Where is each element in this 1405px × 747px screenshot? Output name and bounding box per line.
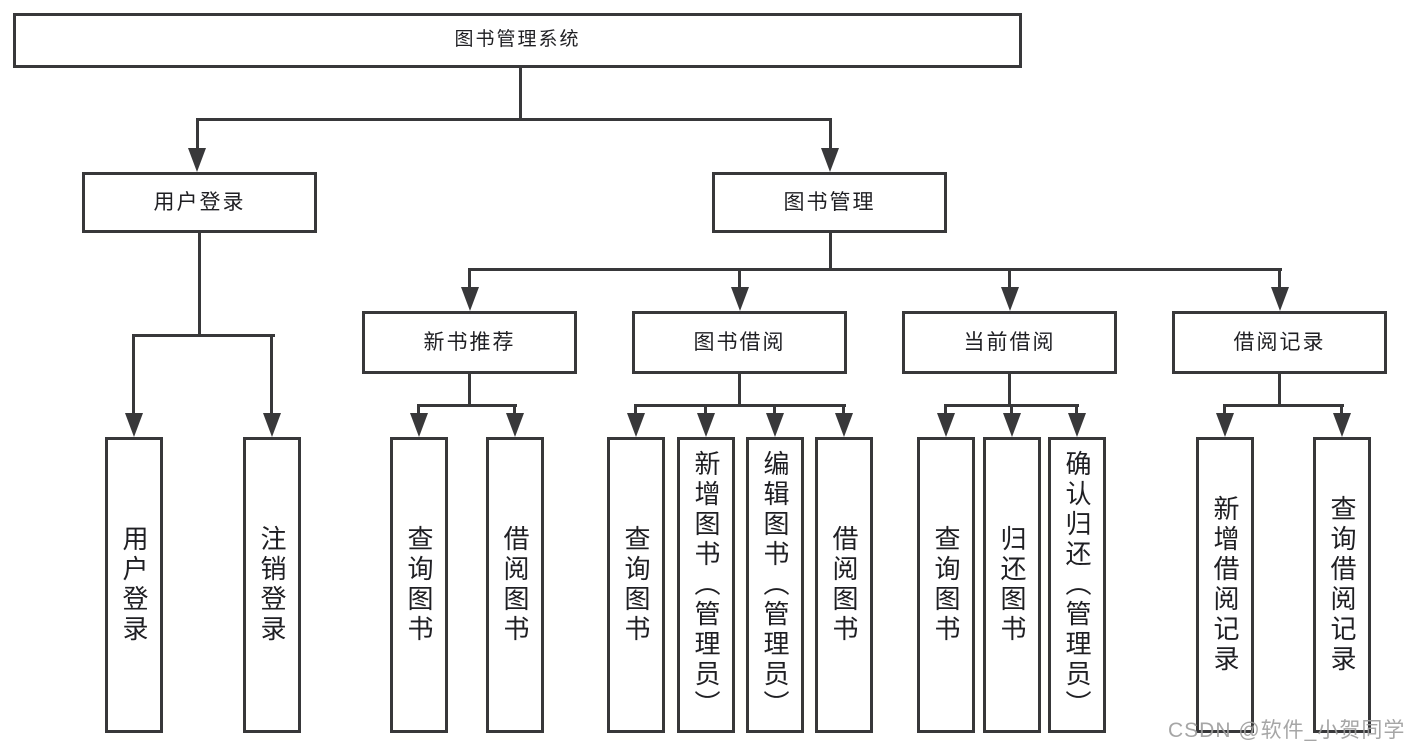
connector-line [1278,374,1281,407]
connector-line [468,268,471,296]
connector-line [1223,404,1344,407]
connector-line [634,404,846,407]
leaf-query-books: 查询图书 [607,437,665,733]
arrowhead-down-icon [1216,413,1234,437]
arrowhead-down-icon [627,413,645,437]
node-book-management: 图书管理 [712,172,947,233]
leaf-logout: 注销登录 [243,437,301,733]
connector-line [196,118,199,161]
leaf-borrow-books: 借阅图书 [486,437,544,733]
connector-line [198,233,201,337]
node-borrowing-records: 借阅记录 [1172,311,1387,374]
arrowhead-down-icon [1333,413,1351,437]
arrowhead-down-icon [461,287,479,311]
connector-line [132,334,275,337]
arrowhead-down-icon [937,413,955,437]
connector-line [468,374,471,407]
arrowhead-down-icon [1003,413,1021,437]
connector-line [270,334,273,422]
node-new-book-recommendation: 新书推荐 [362,311,577,374]
arrowhead-down-icon [1068,413,1086,437]
node-book-borrowing: 图书借阅 [632,311,847,374]
connector-line [1008,374,1011,407]
leaf-add-book-admin: 新增图书（管理员） [677,437,735,733]
leaf-borrow-books: 借阅图书 [815,437,873,733]
arrowhead-down-icon [125,413,143,437]
arrowhead-down-icon [1001,287,1019,311]
connector-line [829,118,832,161]
leaf-add-borrow-record: 新增借阅记录 [1196,437,1254,733]
arrowhead-down-icon [263,413,281,437]
arrowhead-down-icon [835,413,853,437]
leaf-query-borrow-record: 查询借阅记录 [1313,437,1371,733]
connector-line [417,404,517,407]
connector-line [468,268,1282,271]
arrowhead-down-icon [821,148,839,172]
connector-line [132,334,135,422]
arrowhead-down-icon [1271,287,1289,311]
leaf-edit-book-admin: 编辑图书（管理员） [746,437,804,733]
connector-line [1278,268,1281,296]
connector-line [196,118,832,121]
node-current-borrowing: 当前借阅 [902,311,1117,374]
leaf-return-books: 归还图书 [983,437,1041,733]
arrowhead-down-icon [188,148,206,172]
connector-line [1008,268,1011,296]
leaf-user-login: 用户登录 [105,437,163,733]
connector-line [829,233,832,271]
connector-line [738,268,741,296]
node-system-root: 图书管理系统 [13,13,1022,68]
arrowhead-down-icon [731,287,749,311]
arrowhead-down-icon [697,413,715,437]
node-user-login: 用户登录 [82,172,317,233]
leaf-confirm-return-admin: 确认归还（管理员） [1048,437,1106,733]
connector-line [738,374,741,407]
watermark: CSDN @软件_小贺同学 [1168,719,1405,742]
arrowhead-down-icon [506,413,524,437]
leaf-query-books: 查询图书 [390,437,448,733]
arrowhead-down-icon [410,413,428,437]
connector-line [519,68,522,121]
leaf-query-books: 查询图书 [917,437,975,733]
arrowhead-down-icon [766,413,784,437]
